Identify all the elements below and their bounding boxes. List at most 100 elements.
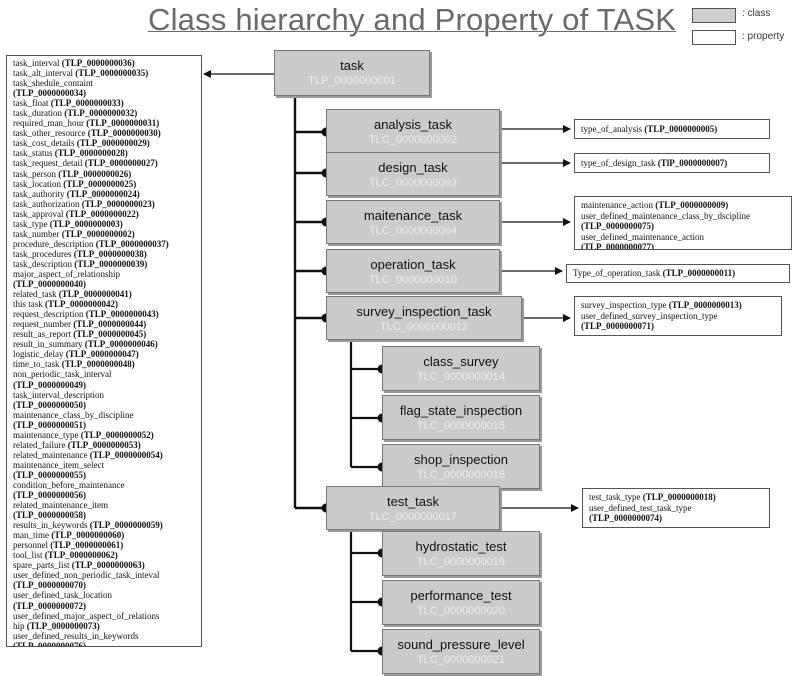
property-row: task_procedures (TLP_0000000038) (13, 249, 201, 259)
property-name: tool_list (13, 550, 45, 561)
property-name: Type_of_operation_task (573, 268, 663, 278)
property-code: (TLP_0000000040) (13, 279, 86, 290)
property-row: survey_inspection_type (TLP_0000000013) (581, 300, 775, 311)
property-code: (TLP_0000000032) (64, 108, 138, 119)
property-name: logistic_delay (13, 349, 66, 360)
class-class-survey[interactable]: class_survey TLC_0000000014 (382, 346, 540, 391)
property-code: (TLP_0000000054) (89, 449, 163, 460)
property-row: (TLP_0000000055) (13, 470, 201, 480)
property-row: (TLP_0000000076) (13, 641, 201, 646)
class-hydrostatic-test[interactable]: hydrostatic_test TLC_0000000019 (382, 531, 540, 576)
property-name: task_duration (13, 108, 65, 119)
property-row: task_other_resource (TLP_0000000030) (13, 128, 201, 138)
property-name: user_defined_major_aspect_of_relations (13, 610, 160, 621)
property-name: this task (13, 299, 46, 310)
property-code: (TLP_0000000045) (73, 329, 147, 340)
property-row: user_defined_test_task_type (589, 503, 763, 514)
property-row: user_defined_maintenance_class_by_dscipl… (581, 211, 785, 222)
class-task[interactable]: task TLP_0000000001 (274, 50, 430, 96)
property-name: survey_inspection_type (581, 300, 669, 310)
property-row: (TLP_0000000050) (13, 400, 201, 410)
property-code: (TLP_0000000005) (644, 124, 718, 134)
property-code: (TLP_0000000003) (49, 218, 123, 229)
property-row: procedure_description (TLP_0000000037) (13, 239, 201, 249)
property-name: task_interval_description (13, 389, 104, 400)
property-name: request_description (13, 309, 86, 320)
property-box-operation-task: Type_of_operation_task (TLP_0000000011) (566, 264, 790, 283)
property-row: related_task (TLP_0000000041) (13, 289, 201, 299)
property-name: non_periodic_task_interval (13, 369, 112, 380)
legend-property-label: : property (742, 31, 785, 42)
property-name: result_in_summary (13, 339, 85, 350)
property-row: hip (TLP_0000000073) (13, 621, 201, 631)
property-name: task_alt_interval (13, 68, 76, 79)
property-row: non_periodic_task_interval (13, 369, 201, 379)
property-row: (TLP_0000000056) (13, 490, 201, 500)
property-code: (TLP_0000000028) (54, 148, 128, 159)
property-name: task_number (13, 228, 62, 239)
class-operation-task[interactable]: operation_task TLC_0000000010 (326, 249, 500, 293)
property-code: (TLP_0000000038) (73, 248, 147, 259)
property-name: hip (13, 620, 27, 631)
property-code: (TLP_0000000002) (61, 228, 135, 239)
class-flag-state-inspection[interactable]: flag_state_inspection TLC_0000000015 (382, 395, 540, 440)
property-name: user_defined_survey_inspection_type (581, 310, 718, 321)
property-name: type_of_analysis (581, 124, 645, 134)
property-code: (TLP_0000000025) (63, 178, 137, 189)
task-property-list: task_interval (TLP_0000000036)task_alt_i… (6, 55, 202, 647)
property-row: (TLP_0000000051) (13, 420, 201, 430)
property-name: task_cost_details (13, 138, 77, 149)
property-row: maintenance_item_select (13, 460, 201, 470)
class-survey-inspection-task[interactable]: survey_inspection_task TLC_0000000012 (326, 296, 522, 340)
property-code: (TLP_0000000046) (84, 339, 158, 350)
property-row: user_defined_survey_inspection_type (581, 311, 775, 322)
property-code: (TLP_0000000044) (73, 319, 147, 330)
property-row: time_to_task (TLP_0000000048) (13, 359, 201, 369)
property-row: (TLP_0000000072) (13, 601, 201, 611)
property-row: task_authority (TLP_0000000024) (13, 189, 201, 199)
class-sound-pressure-level[interactable]: sound_pressure_level TLC_0000000021 (382, 629, 540, 674)
class-design-task[interactable]: design_task TLC_0000000003 (326, 152, 500, 196)
property-row: major_aspect_of_relationship (13, 269, 201, 279)
property-name: user_defined_non_periodic_task_inteval (13, 570, 160, 581)
class-name: sound_pressure_level (397, 637, 525, 652)
property-code: (TLP_0000000058) (13, 510, 86, 521)
property-row: result_as_report (TLP_0000000045) (13, 329, 201, 339)
property-name: required_man_hour (13, 118, 87, 129)
class-code: TLC_0000000003 (368, 177, 458, 189)
class-analysis-task[interactable]: analysis_task TLC_0000000002 (326, 109, 500, 153)
property-name: maintenance_class_by_discipline (13, 409, 134, 420)
property-row: user_defined_non_periodic_task_inteval (13, 570, 201, 580)
property-row: maintenance_type (TLP_0000000052) (13, 430, 201, 440)
property-code: (TLP_0000000022) (65, 208, 139, 219)
property-name: spare_parts_list (13, 560, 72, 571)
property-name: condition_before_maintenance (13, 479, 125, 490)
legend-property-swatch (692, 30, 736, 45)
property-row: user_defined_major_aspect_of_relations (13, 611, 201, 621)
property-code: (TLP_0000000011) (662, 268, 736, 278)
class-maitenance-task[interactable]: maitenance_task TLC_0000000004 (326, 200, 500, 244)
property-row: user_defined_results_in_keywords (13, 631, 201, 641)
class-code: TLC_0000000020 (416, 605, 506, 617)
property-name: task_location (13, 178, 64, 189)
class-performance-test[interactable]: performance_test TLC_0000000020 (382, 580, 540, 625)
property-row: spare_parts_list (TLP_0000000063) (13, 560, 201, 570)
property-row: required_man_hour (TLP_0000000031) (13, 118, 201, 128)
class-shop-inspection[interactable]: shop_inspection TLC_0000000016 (382, 444, 540, 489)
class-name: performance_test (410, 588, 512, 603)
property-row: (TLP_0000000077) (581, 242, 785, 249)
property-code: (TLP_0000000049) (13, 379, 86, 390)
property-code: (TLP_0000000023) (81, 198, 155, 209)
class-test-task[interactable]: test_task TLC_0000000017 (326, 486, 500, 530)
property-code: (TLP_0000000026) (58, 168, 132, 179)
property-row: (TLP_0000000071) (581, 321, 775, 332)
property-code: (TLP_0000000013) (668, 300, 742, 310)
property-name: task_float (13, 98, 51, 109)
property-name: user_defined_task_location (13, 590, 112, 601)
property-name: related_task (13, 289, 59, 300)
class-name: survey_inspection_task (356, 304, 492, 319)
property-row: this task (TLP_0000000042) (13, 299, 201, 309)
property-row: result_in_summary (TLP_0000000046) (13, 339, 201, 349)
property-name: task_interval (13, 58, 62, 68)
property-code: (TLP_0000000036) (61, 58, 135, 68)
